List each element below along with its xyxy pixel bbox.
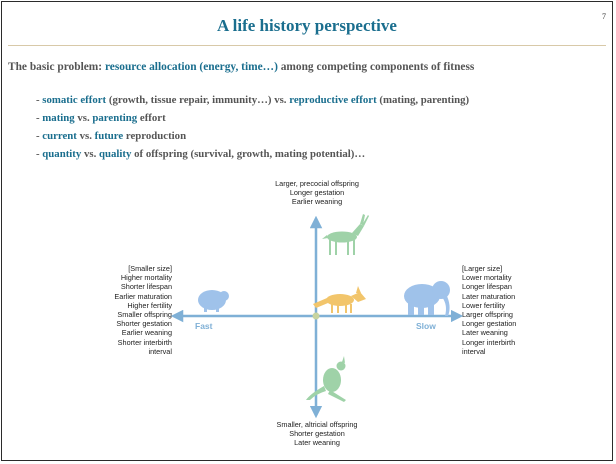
rodent-icon [198, 290, 229, 312]
bullet-text: vs. [76, 130, 95, 142]
bullet-text: (mating, parenting) [376, 94, 470, 106]
label-line: [Larger size] [462, 264, 503, 273]
label-line: Earlier weaning [121, 328, 172, 338]
bullet-text: effort [137, 112, 166, 124]
left-axis-label: [Smaller size] Higher mortality Shorter … [62, 264, 172, 356]
axis-origin [312, 312, 320, 320]
bullet-dash: - [36, 94, 43, 106]
bullet-item: - current vs. future reproduction [36, 127, 469, 145]
label-line: Higher mortality [120, 273, 172, 283]
bullet-dash: - [36, 130, 43, 142]
bullet-text: (growth, tissue repair, immunity…) vs. [106, 94, 290, 106]
elephant-icon [404, 281, 450, 316]
bullet-item: - mating vs. parenting effort [36, 109, 469, 127]
label-line: Lower mortality [462, 273, 512, 283]
label-line: Higher fertility [127, 300, 172, 310]
bullet-item: - quantity vs. quality of offspring (sur… [36, 145, 469, 163]
bullet-text: vs. [74, 112, 93, 124]
intro-highlight: resource allocation (energy, time…) [104, 61, 278, 73]
fast-label: Fast [195, 321, 213, 331]
label-line: Shorter gestation [116, 319, 172, 329]
page-number: 7 [602, 12, 606, 21]
label-line: interval [462, 346, 486, 356]
label-line: Shorter gestation [289, 429, 345, 439]
label-line: Smaller, altricial offspring [276, 420, 358, 429]
fox-icon [313, 286, 366, 313]
label-line: Earlier maturation [114, 291, 172, 301]
right-axis-label: [Larger size] Lower mortality Longer lif… [462, 264, 572, 356]
label-line: Earlier weaning [291, 197, 343, 207]
bullet-term-a: mating [42, 112, 75, 124]
bullet-term-a: quantity [42, 148, 82, 160]
bullet-dash: - [36, 148, 43, 160]
kangaroo-icon [306, 356, 346, 402]
antelope-icon [322, 214, 369, 255]
label-line: [Smaller size] [128, 264, 172, 273]
bullet-list: - somatic effort (growth, tissue repair,… [36, 91, 469, 163]
bullet-text: of offspring (survival, growth, mating p… [131, 148, 366, 160]
label-line: Larger, precocial offspring [275, 179, 359, 188]
bullet-term-a: current [42, 130, 77, 142]
top-axis-label: Larger, precocial offspring Longer gesta… [222, 179, 412, 207]
label-line: Larger offspring [462, 310, 513, 320]
label-line: Later maturation [462, 291, 516, 301]
bullet-text: vs. [81, 148, 100, 160]
intro-prefix: The basic problem: [8, 61, 105, 73]
label-line: Shorter interbirth [117, 337, 172, 347]
bullet-term-b: future [94, 130, 124, 142]
label-line: Smaller offspring [117, 310, 172, 320]
title-divider [8, 45, 606, 46]
intro-text: The basic problem: resource allocation (… [8, 61, 474, 73]
bullet-term-a: somatic effort [42, 94, 107, 106]
bullet-text: reproduction [123, 130, 187, 142]
label-line: Later weaning [462, 328, 508, 338]
slow-label: Slow [416, 321, 436, 331]
label-line: Later weaning [294, 438, 340, 448]
bullet-item: - somatic effort (growth, tissue repair,… [36, 91, 469, 109]
label-line: Longer gestation [289, 188, 345, 198]
label-line: interval [148, 346, 172, 356]
bottom-axis-label: Smaller, altricial offspring Shorter ges… [222, 420, 412, 448]
intro-suffix: among competing components of fitness [277, 61, 475, 73]
bullet-dash: - [36, 112, 43, 124]
label-line: Longer interbirth [462, 337, 516, 347]
bullet-term-b: reproductive effort [289, 94, 377, 106]
slide-title: A life history perspective [217, 16, 397, 35]
label-line: Shorter lifespan [120, 282, 172, 292]
label-line: Longer lifespan [462, 282, 512, 292]
label-line: Longer gestation [462, 319, 517, 329]
bullet-term-b: quality [99, 148, 132, 160]
bullet-term-b: parenting [92, 112, 138, 124]
label-line: Lower fertility [462, 300, 505, 310]
